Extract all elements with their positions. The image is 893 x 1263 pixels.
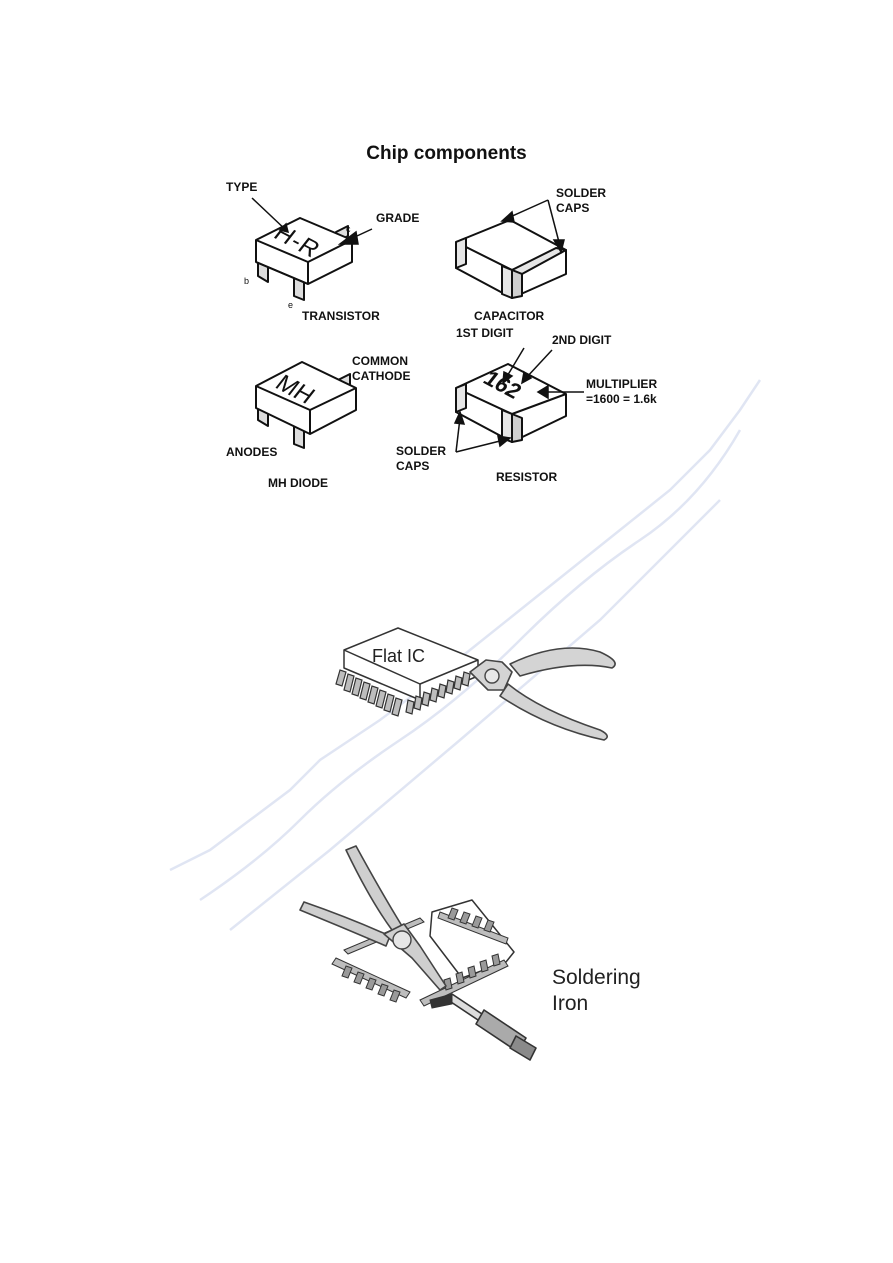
- flat-ic-label: Flat IC: [372, 646, 426, 666]
- capacitor-solder-caps-line2: CAPS: [556, 201, 590, 215]
- transistor-pin-b: b: [244, 276, 250, 286]
- transistor-pin-e: e: [288, 300, 294, 310]
- resistor-solder-caps-line1: SOLDER: [396, 444, 447, 458]
- diode-caption: MH DIODE: [268, 476, 328, 490]
- capacitor-solder-caps-line1: SOLDER: [556, 186, 607, 200]
- diode-common-line1: COMMON: [352, 354, 408, 368]
- transistor-pin-c: c: [346, 224, 351, 234]
- soldering-iron-line1: Soldering: [552, 966, 641, 989]
- resistor-multiplier-line2: =1600 = 1.6k: [586, 392, 657, 406]
- resistor-caption: RESISTOR: [496, 470, 558, 484]
- transistor-grade-label: GRADE: [376, 211, 420, 225]
- soldering-iron-line2: Iron: [552, 992, 589, 1015]
- resistor-multiplier-line1: MULTIPLIER: [586, 377, 658, 391]
- resistor-solder-caps-line2: CAPS: [396, 459, 430, 473]
- diode-anodes-label: ANODES: [226, 445, 278, 459]
- diode-common-line2: CATHODE: [352, 369, 411, 383]
- resistor-first-digit-label: 1ST DIGIT: [456, 326, 514, 340]
- capacitor-caption: CAPACITOR: [474, 309, 545, 323]
- resistor-second-digit-label: 2ND DIGIT: [552, 333, 612, 347]
- transistor-caption: TRANSISTOR: [302, 309, 380, 323]
- page-title: Chip components: [366, 143, 527, 164]
- transistor-type-label: TYPE: [226, 180, 258, 194]
